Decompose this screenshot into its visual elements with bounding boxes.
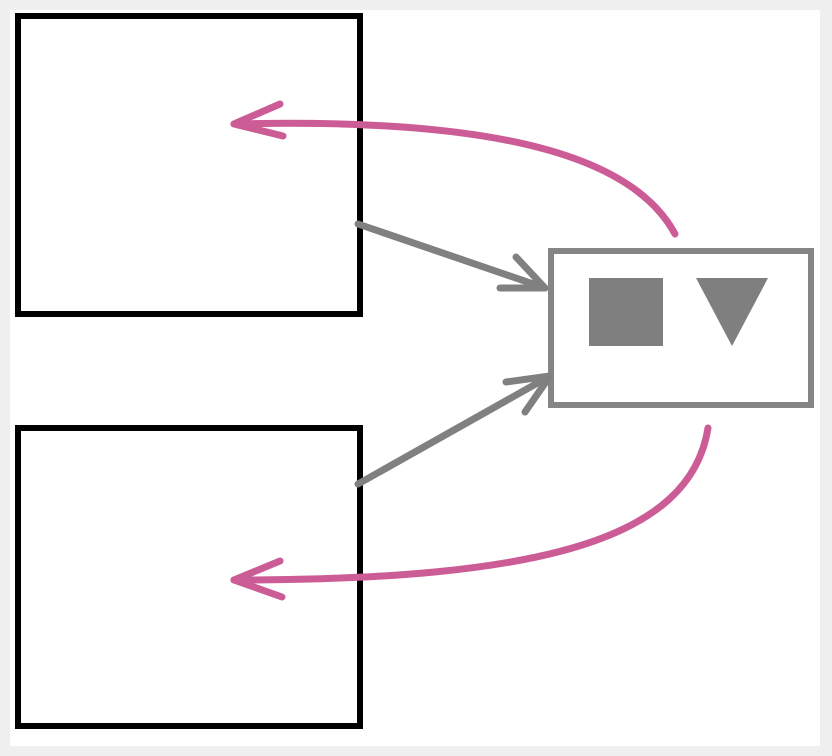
arrow-top-to-hub [354, 220, 549, 292]
square-icon [589, 278, 663, 346]
arrow-head-bottom-to-hub [502, 372, 554, 416]
feedback-arrow-to-bottom [230, 424, 712, 601]
box-top [15, 13, 363, 317]
arrow-head-top-to-hub [496, 253, 549, 292]
arrow-bottom-to-hub [354, 372, 554, 488]
arrow-head-feedback-top [230, 100, 287, 140]
arrow-head-feedback-bottom [230, 557, 286, 601]
feedback-arrow-to-top [230, 100, 679, 238]
down-triangle-icon [696, 278, 768, 346]
